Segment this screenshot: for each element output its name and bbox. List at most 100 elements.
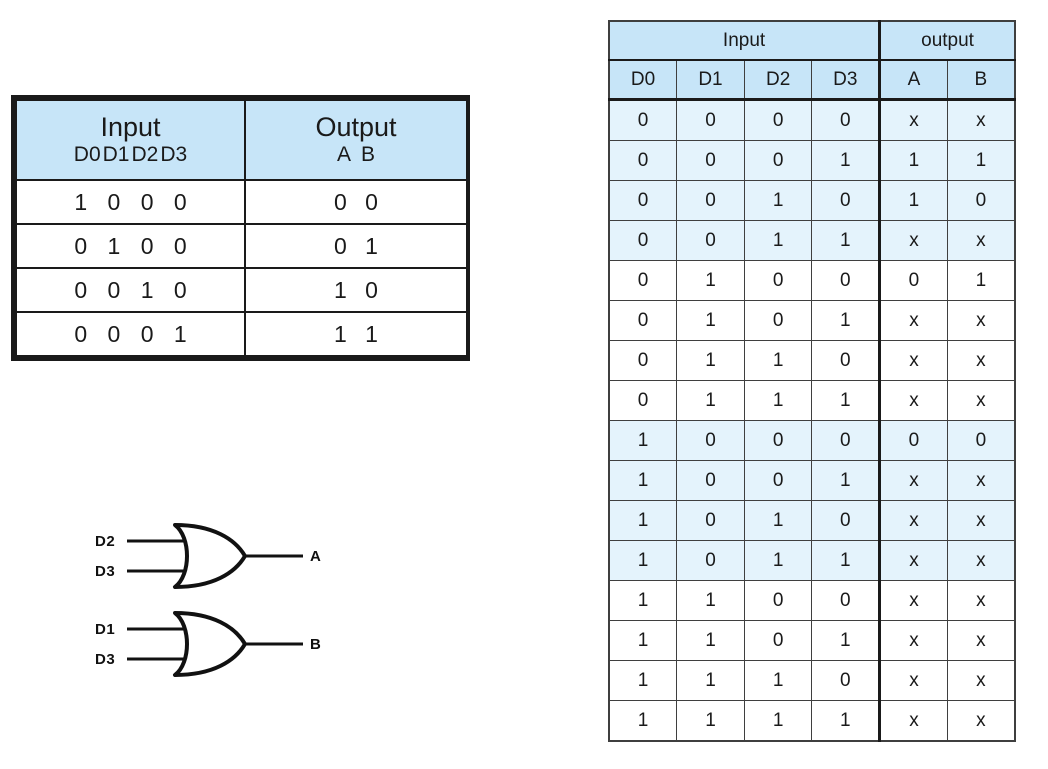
truth-cell-r5-d3: 1 xyxy=(811,300,881,341)
truth-cell-r1-b: 1 xyxy=(946,140,1016,181)
truth-cell-r13-d3: 1 xyxy=(811,620,881,661)
summary-input-header: Input D0D1D2D3 xyxy=(15,99,246,181)
or-gate-logic-diagram: D2 D3 A D1 D3 B xyxy=(95,523,395,690)
summary-row-3-input: 0 0 0 1 xyxy=(15,311,246,357)
truth-cell-r6-a: x xyxy=(878,340,948,381)
truth-cell-r9-a: x xyxy=(878,460,948,501)
truth-cell-r2-b: 0 xyxy=(946,180,1016,221)
summary-output-col-b: B xyxy=(361,143,376,166)
truth-cell-r0-d2: 0 xyxy=(743,99,813,141)
truth-cell-r6-d0: 0 xyxy=(608,340,678,381)
truth-cell-r10-d3: 0 xyxy=(811,500,881,541)
truth-cell-r1-a: 1 xyxy=(878,140,948,181)
truth-cell-r3-d3: 1 xyxy=(811,220,881,261)
truth-cell-r9-d3: 1 xyxy=(811,460,881,501)
truth-cell-r8-a: 0 xyxy=(878,420,948,461)
summary-input-col-d3: D3 xyxy=(160,143,188,166)
truth-cell-r15-d0: 1 xyxy=(608,700,678,742)
truth-cell-r4-b: 1 xyxy=(946,260,1016,301)
truth-cell-r10-d1: 0 xyxy=(676,500,745,541)
truth-col-d0: D0 xyxy=(608,59,678,101)
truth-cell-r10-a: x xyxy=(878,500,948,541)
truth-cell-r2-d2: 1 xyxy=(743,180,813,221)
summary-row-2-output: 1 0 xyxy=(244,267,468,313)
truth-cell-r1-d1: 0 xyxy=(676,140,745,181)
truth-cell-r7-d3: 1 xyxy=(811,380,881,421)
truth-cell-r6-d2: 1 xyxy=(743,340,813,381)
truth-group-output: output xyxy=(878,20,1016,61)
gate-1-input-label-1: D3 xyxy=(95,563,116,580)
truth-col-a: A xyxy=(878,59,948,101)
summary-row-3-output: 1 1 xyxy=(244,311,468,357)
truth-cell-r9-d2: 0 xyxy=(743,460,813,501)
truth-cell-r5-b: x xyxy=(946,300,1016,341)
truth-cell-r3-b: x xyxy=(946,220,1016,261)
truth-col-d2: D2 xyxy=(743,59,813,101)
truth-cell-r6-d3: 0 xyxy=(811,340,881,381)
truth-cell-r13-d1: 1 xyxy=(676,620,745,661)
truth-cell-r12-d2: 0 xyxy=(743,580,813,621)
truth-cell-r4-d1: 1 xyxy=(676,260,745,301)
truth-cell-r5-a: x xyxy=(878,300,948,341)
table-row: 0 0 0 1 1 1 xyxy=(15,311,468,357)
truth-cell-r10-d2: 1 xyxy=(743,500,813,541)
truth-cell-r3-d0: 0 xyxy=(608,220,678,261)
truth-cell-r9-d1: 0 xyxy=(676,460,745,501)
truth-cell-r2-a: 1 xyxy=(878,180,948,221)
truth-cell-r10-b: x xyxy=(946,500,1016,541)
truth-cell-r4-d3: 0 xyxy=(811,260,881,301)
truth-cell-r11-a: x xyxy=(878,540,948,581)
truth-cell-r11-b: x xyxy=(946,540,1016,581)
truth-cell-r7-d2: 1 xyxy=(743,380,813,421)
table-row: 0 1 0 0 0 1 xyxy=(15,223,468,269)
gate-2-input-label-1: D3 xyxy=(95,651,116,668)
truth-cell-r7-b: x xyxy=(946,380,1016,421)
summary-input-col-d1: D1 xyxy=(102,143,130,166)
truth-cell-r15-b: x xyxy=(946,700,1016,742)
summary-row-1-input: 0 1 0 0 xyxy=(15,223,246,269)
truth-cell-r8-d1: 0 xyxy=(676,420,745,461)
truth-cell-r13-d2: 0 xyxy=(743,620,813,661)
truth-cell-r9-b: x xyxy=(946,460,1016,501)
table-row: 1 0 0 0 0 0 xyxy=(15,179,468,225)
truth-cell-r3-d1: 0 xyxy=(676,220,745,261)
gate-2-input-label-0: D1 xyxy=(95,621,116,638)
truth-cell-r8-d2: 0 xyxy=(743,420,813,461)
truth-cell-r15-a: x xyxy=(878,700,948,742)
truth-cell-r6-b: x xyxy=(946,340,1016,381)
summary-row-0-input: 1 0 0 0 xyxy=(15,179,246,225)
truth-cell-r2-d3: 0 xyxy=(811,180,881,221)
truth-cell-r7-d1: 1 xyxy=(676,380,745,421)
truth-cell-r1-d2: 0 xyxy=(743,140,813,181)
truth-cell-r0-d1: 0 xyxy=(676,99,745,141)
gate-2-body xyxy=(173,611,247,677)
truth-cell-r12-b: x xyxy=(946,580,1016,621)
truth-cell-r14-d3: 0 xyxy=(811,660,881,701)
truth-cell-r0-d3: 0 xyxy=(811,99,881,141)
truth-cell-r12-d3: 0 xyxy=(811,580,881,621)
truth-cell-r13-b: x xyxy=(946,620,1016,661)
summary-output-title: Output xyxy=(315,112,397,142)
truth-cell-r14-d1: 1 xyxy=(676,660,745,701)
truth-cell-r5-d0: 0 xyxy=(608,300,678,341)
truth-cell-r11-d2: 1 xyxy=(743,540,813,581)
truth-cell-r3-d2: 1 xyxy=(743,220,813,261)
truth-cell-r4-d2: 0 xyxy=(743,260,813,301)
truth-cell-r12-d0: 1 xyxy=(608,580,678,621)
truth-cell-r8-d3: 0 xyxy=(811,420,881,461)
